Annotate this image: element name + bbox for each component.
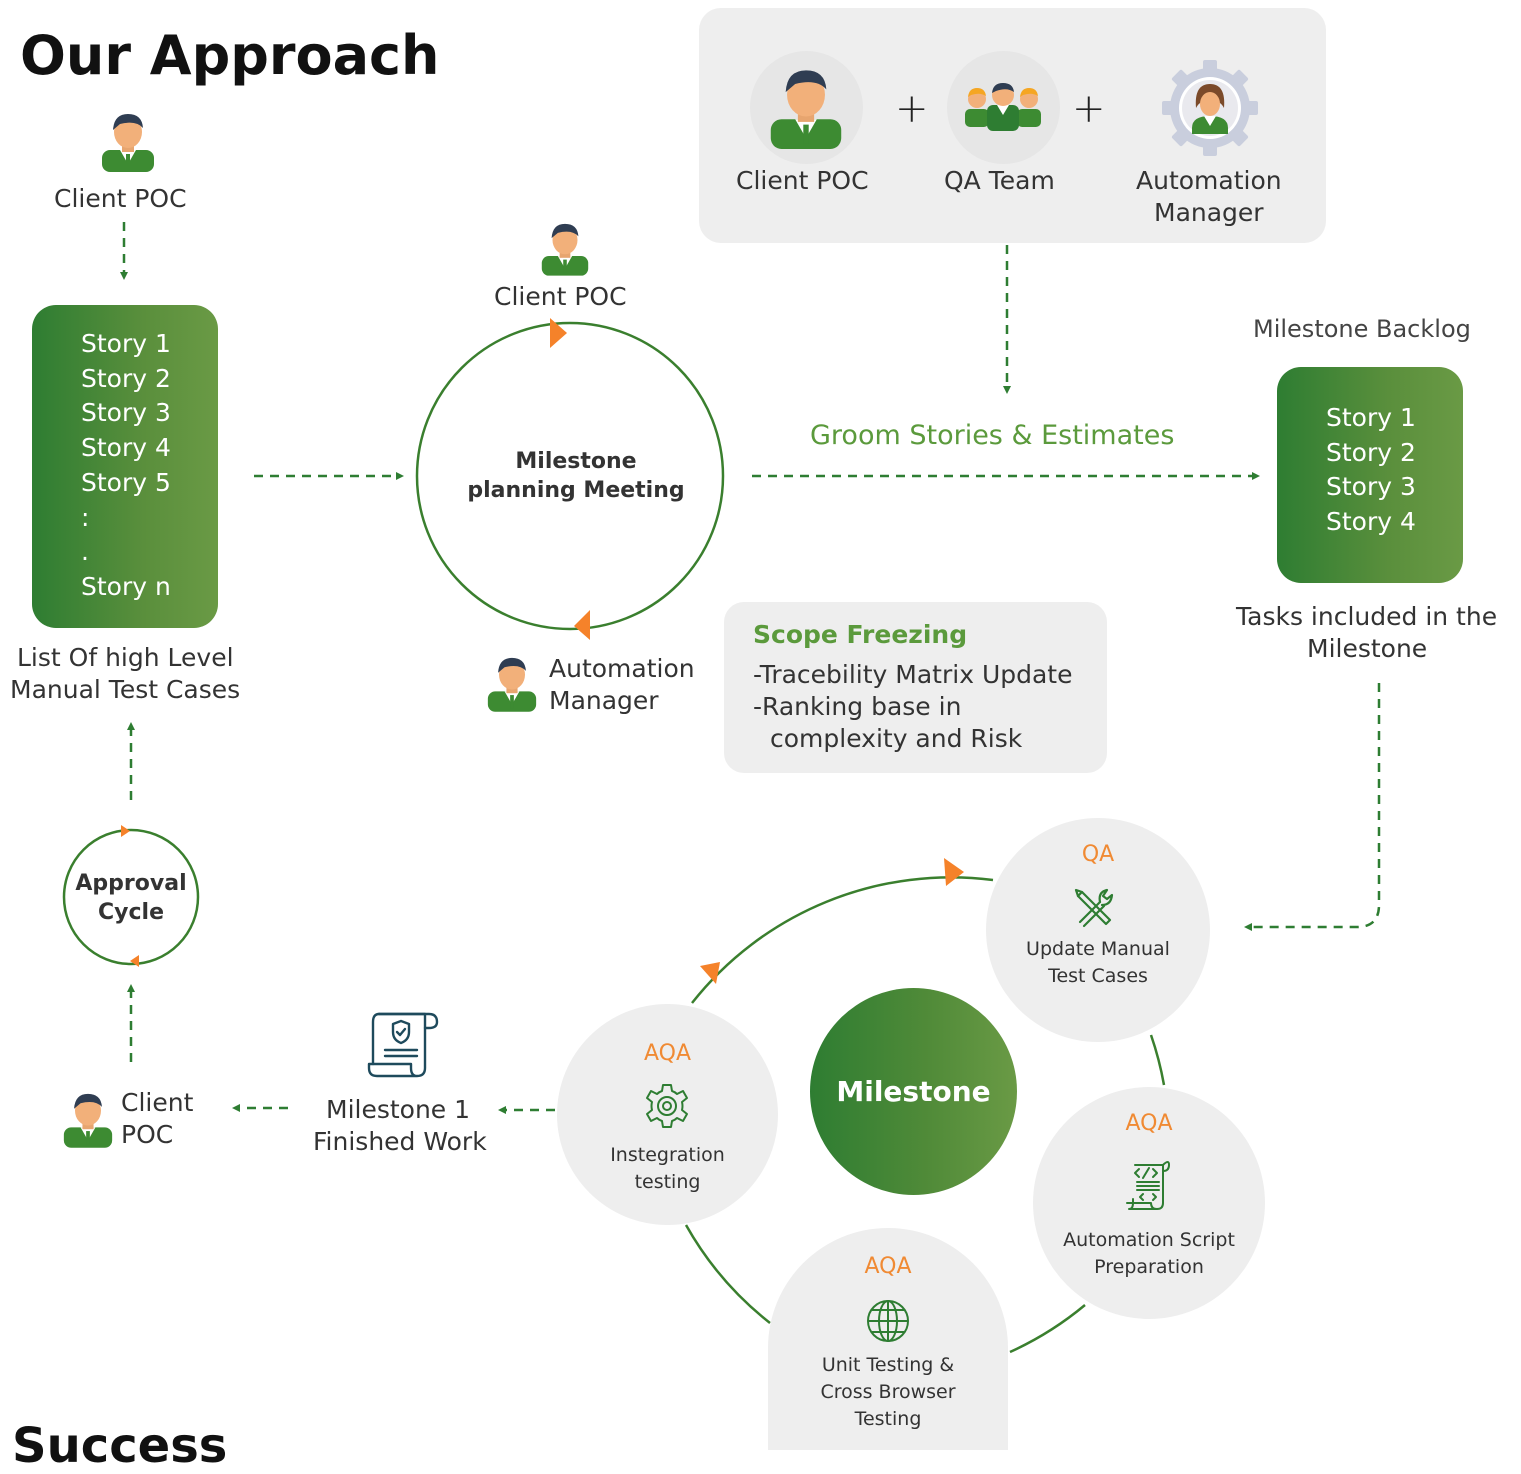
planning-automation-line1: Automation (549, 654, 695, 683)
stage-update-manual: QA Update Manual Test Cases (986, 818, 1210, 1042)
story-item: Story 3 (81, 398, 171, 428)
team-automation-line2: Manager (1154, 198, 1264, 227)
planning-cycle-ring (415, 321, 725, 631)
automation-manager-gear-icon (1162, 60, 1258, 156)
cycle-arc-top (691, 876, 994, 1004)
cycle-arrowhead-left (700, 962, 720, 984)
client-poc-bottom-line1: Client (121, 1088, 194, 1117)
footer-title: Success (12, 1418, 228, 1474)
qa-team-group-icon (965, 83, 1041, 131)
client-poc-avatar-icon (102, 114, 154, 172)
stage-label-line3: Testing (854, 1408, 922, 1430)
scope-line1: -Tracebility Matrix Update (753, 660, 1073, 689)
backlog-list: Story 1 Story 2 Story 3 Story 4 (1326, 401, 1416, 540)
story-item: : (81, 502, 90, 532)
team-qa-label: QA Team (944, 166, 1055, 195)
story-item: . (81, 537, 89, 567)
backlog-story-item: Story 1 (1326, 403, 1416, 432)
groom-label: Groom Stories & Estimates (810, 420, 1175, 451)
certificate-scroll-icon (367, 1012, 439, 1078)
stage-label-line1: Automation Script (1063, 1229, 1235, 1251)
stage-role: AQA (864, 1254, 912, 1279)
team-client-poc-label: Client POC (736, 166, 869, 195)
team-card: + + (699, 8, 1326, 243)
stories-caption-line2: Manual Test Cases (10, 675, 241, 704)
stories-list: Story 1 Story 2 Story 3 Story 4 Story 5 … (81, 327, 171, 605)
stage-label-line2: Preparation (1094, 1256, 1204, 1278)
stage-label-line2: Cross Browser (820, 1381, 956, 1403)
cycle-arc-left-lower (684, 1224, 771, 1324)
story-item: Story 5 (81, 467, 171, 497)
planning-client-avatar-icon (541, 223, 589, 276)
client-poc-top-label: Client POC (54, 184, 187, 213)
client-poc-bottom-avatar-icon (63, 1093, 113, 1148)
page-title: Our Approach (20, 24, 440, 87)
approval-cycle-line2: Cycle (98, 900, 164, 925)
plus-sign-2: + (1072, 86, 1106, 132)
finished-line2: Finished Work (313, 1127, 487, 1156)
gear-icon (646, 1084, 688, 1128)
approval-cycle-line1: Approval (75, 871, 187, 896)
team-qa-circle (947, 51, 1060, 164)
stage-label-line1: Instegration (610, 1144, 725, 1166)
cycle-arc-right-upper (1149, 1034, 1166, 1086)
team-client-circle (750, 51, 863, 164)
backlog-caption-line2: Milestone (1307, 634, 1428, 663)
story-item: Story 1 (81, 329, 171, 358)
story-item: Story n (81, 571, 171, 601)
backlog-story-item: Story 3 (1326, 472, 1416, 502)
scope-title: Scope Freezing (753, 620, 968, 649)
finished-line1: Milestone 1 (326, 1095, 471, 1124)
milestone-center: Milestone (810, 988, 1017, 1195)
story-item: Story 2 (81, 363, 171, 393)
arrow-backlog-to-cycle (1243, 683, 1381, 932)
tools-icon (1074, 888, 1114, 928)
backlog-title: Milestone Backlog (1253, 315, 1471, 343)
stage-integration-testing: AQA Instegration testing (557, 1004, 778, 1225)
client-poc-bottom-line2: POC (121, 1120, 174, 1149)
planning-arrowhead-top (550, 318, 567, 348)
planning-automation-avatar-icon (487, 657, 537, 712)
globe-icon (867, 1300, 909, 1342)
script-icon (1126, 1161, 1170, 1210)
planning-title-line1: Milestone (515, 449, 637, 474)
cycle-arc-right-lower (1009, 1304, 1086, 1354)
stage-role: AQA (1125, 1111, 1173, 1136)
stage-label-line2: Test Cases (1048, 965, 1148, 987)
backlog-box: Story 1 Story 2 Story 3 Story 4 (1277, 367, 1463, 583)
stories-caption-line1: List Of high Level (17, 643, 234, 672)
stories-list-box: Story 1 Story 2 Story 3 Story 4 Story 5 … (32, 305, 218, 628)
backlog-story-item: Story 4 (1326, 507, 1416, 537)
backlog-caption-line1: Tasks included in the (1236, 602, 1498, 631)
planning-arrowhead-bottom (574, 610, 590, 640)
scope-card: Scope Freezing -Tracebility Matrix Updat… (724, 602, 1107, 773)
story-item: Story 4 (81, 433, 171, 463)
stage-label-line1: Unit Testing & (821, 1354, 955, 1376)
stage-automation-script: AQA Automation Script Preparation (1033, 1087, 1265, 1319)
approval-arrowhead-bottom (130, 955, 139, 967)
planning-client-poc-label: Client POC (494, 282, 627, 311)
cycle-arrowhead-top (944, 858, 964, 886)
backlog-story-item: Story 2 (1326, 437, 1416, 467)
stage-role: AQA (643, 1041, 692, 1066)
planning-automation-line2: Manager (549, 686, 659, 715)
stage-unit-testing: AQA Unit Testing & Cross Browser Testing (768, 1228, 1008, 1450)
stage-label-line2: testing (634, 1171, 701, 1193)
plus-sign-1: + (895, 86, 929, 132)
approval-arrowhead-top (121, 825, 130, 837)
approval-cycle-ring (62, 828, 200, 966)
planning-title-line2: planning Meeting (467, 478, 685, 503)
scope-line2: -Ranking base in (753, 692, 962, 721)
client-poc-avatar-icon (770, 70, 842, 149)
scope-line3: complexity and Risk (770, 724, 1023, 753)
stage-label-line1: Update Manual (1026, 938, 1170, 960)
team-automation-line1: Automation (1136, 166, 1282, 195)
stage-role: QA (1081, 842, 1115, 867)
